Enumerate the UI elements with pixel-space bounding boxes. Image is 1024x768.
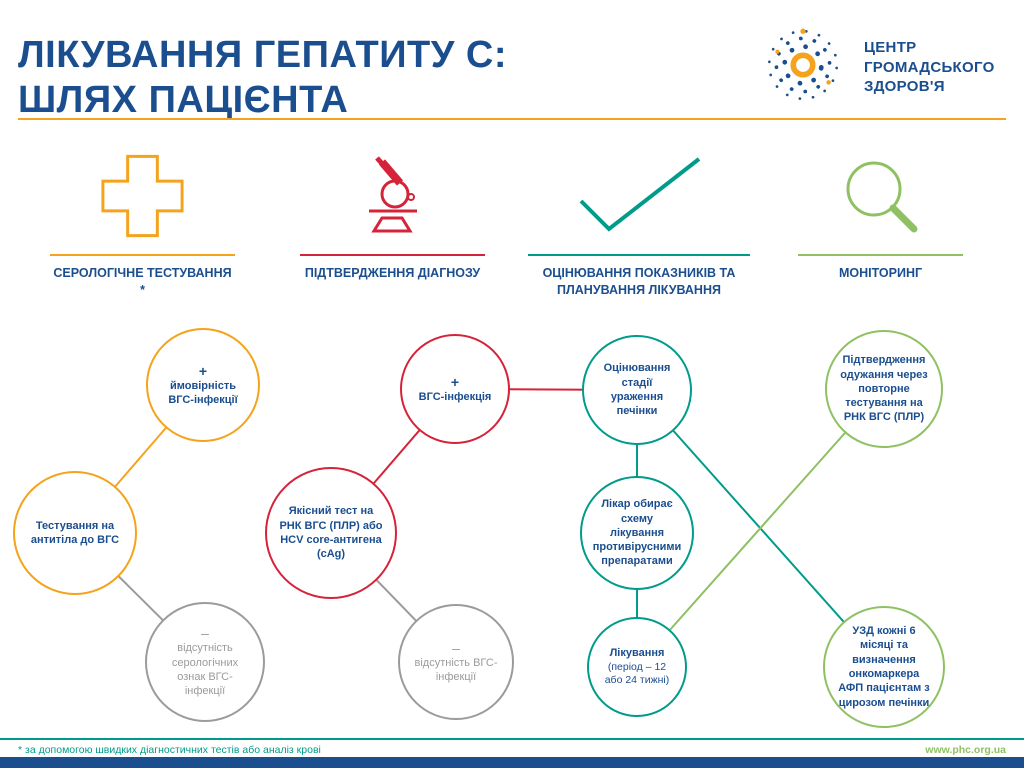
node-treatment: Лікування (період – 12 або 24 тижні) <box>587 617 687 717</box>
phc-logo: ЦЕНТР ГРОМАДСЬКОГО ЗДОРОВ'Я <box>760 22 995 113</box>
column-label-evaluation: ОЦІНЮВАННЯ ПОКАЗНИКІВ ТА ПЛАНУВАННЯ ЛІКУ… <box>542 266 736 297</box>
footnote: * за допомогою швидких діагностичних тес… <box>18 744 321 756</box>
logo-line-2: ГРОМАДСЬКОГО <box>864 58 995 76</box>
node-serology-positive: + ймовірність ВГС-інфекції <box>146 328 260 442</box>
column-rule-diagnosis <box>300 254 485 256</box>
column-diagnosis: ПІДТВЕРДЖЕННЯ ДІАГНОЗУ <box>300 142 485 282</box>
node-ultrasound-monitoring: УЗД кожні 6 місяці та визначення онкомар… <box>823 606 945 728</box>
node-text: ймовірність ВГС-інфекції <box>168 379 238 407</box>
node-sign: – <box>201 625 209 642</box>
node-sign: + <box>198 362 208 379</box>
node-subtext: (період – 12 або 24 тижні) <box>604 660 670 687</box>
title-line-2: ШЛЯХ ПАЦІЄНТА <box>18 79 349 122</box>
plus-cross-icon <box>50 142 235 250</box>
title-line-1: ЛІКУВАННЯ ГЕПАТИТУ С: <box>18 34 508 77</box>
node-sign: – <box>452 639 460 656</box>
node-text: Якісний тест на РНК ВГС (ПЛР) або HCV co… <box>279 505 383 561</box>
node-text: Оцінювання стадії ураження печінки <box>603 362 671 418</box>
logo-line-3: ЗДОРОВ'Я <box>864 78 945 96</box>
column-rule-serology <box>50 254 235 256</box>
node-antibody-test: Тестування на антитіла до ВГС <box>13 471 137 595</box>
column-rule-monitoring <box>798 254 963 256</box>
edge-treatment-to-confirmation <box>636 388 885 668</box>
website-link[interactable]: www.phc.org.ua <box>925 744 1006 756</box>
node-infection-negative: – відсутність ВГС-інфекції <box>398 604 514 720</box>
microscope-icon <box>300 142 485 250</box>
magnifier-icon <box>798 142 963 250</box>
node-text: Підтвердження одужання через повторне те… <box>840 354 928 424</box>
node-text: УЗД кожні 6 місяці та визначення онкомар… <box>838 625 930 709</box>
node-sign: + <box>450 373 460 390</box>
footer-bar <box>0 757 1024 768</box>
column-evaluation: ОЦІНЮВАННЯ ПОКАЗНИКІВ ТА ПЛАНУВАННЯ ЛІКУ… <box>528 142 750 299</box>
node-liver-staging: Оцінювання стадії ураження печінки <box>582 335 692 445</box>
checkmark-icon <box>528 142 750 250</box>
column-label-diagnosis: ПІДТВЕРДЖЕННЯ ДІАГНОЗУ <box>304 266 481 280</box>
node-text: Лікар обирає схему лікування противірусн… <box>592 498 682 568</box>
phc-logo-icon <box>760 22 846 113</box>
column-label-monitoring: МОНІТОРИНГ <box>838 266 923 280</box>
node-text: ВГС-інфекція <box>418 390 492 403</box>
node-infection-positive: + ВГС-інфекція <box>400 334 510 444</box>
node-text: відсутність серологічних ознак ВГС-інфек… <box>171 642 239 698</box>
phc-logo-text: ЦЕНТР ГРОМАДСЬКОГО ЗДОРОВ'Я <box>864 38 995 97</box>
node-doctor-regimen: Лікар обирає схему лікування противірусн… <box>580 476 694 590</box>
column-monitoring: МОНІТОРИНГ <box>798 142 963 282</box>
node-text: Тестування на антитіла до ВГС <box>30 519 120 546</box>
header-divider <box>18 118 1006 120</box>
logo-line-1: ЦЕНТР <box>864 39 917 57</box>
node-pcr-test: Якісний тест на РНК ВГС (ПЛР) або HCV co… <box>265 467 397 599</box>
footer-divider <box>0 738 1024 740</box>
column-rule-evaluation <box>528 254 750 256</box>
node-text: відсутність ВГС-інфекції <box>414 656 498 684</box>
page-title: ЛІКУВАННЯ ГЕПАТИТУ С: ШЛЯХ ПАЦІЄНТА <box>18 33 507 123</box>
column-label-serology: СЕРОЛОГІЧНЕ ТЕСТУВАННЯ * <box>53 266 232 297</box>
column-serology: СЕРОЛОГІЧНЕ ТЕСТУВАННЯ * <box>50 142 235 299</box>
node-cure-confirmation: Підтвердження одужання через повторне те… <box>825 330 943 448</box>
node-title: Лікування <box>609 647 665 660</box>
node-serology-negative: – відсутність серологічних ознак ВГС-інф… <box>145 602 265 722</box>
